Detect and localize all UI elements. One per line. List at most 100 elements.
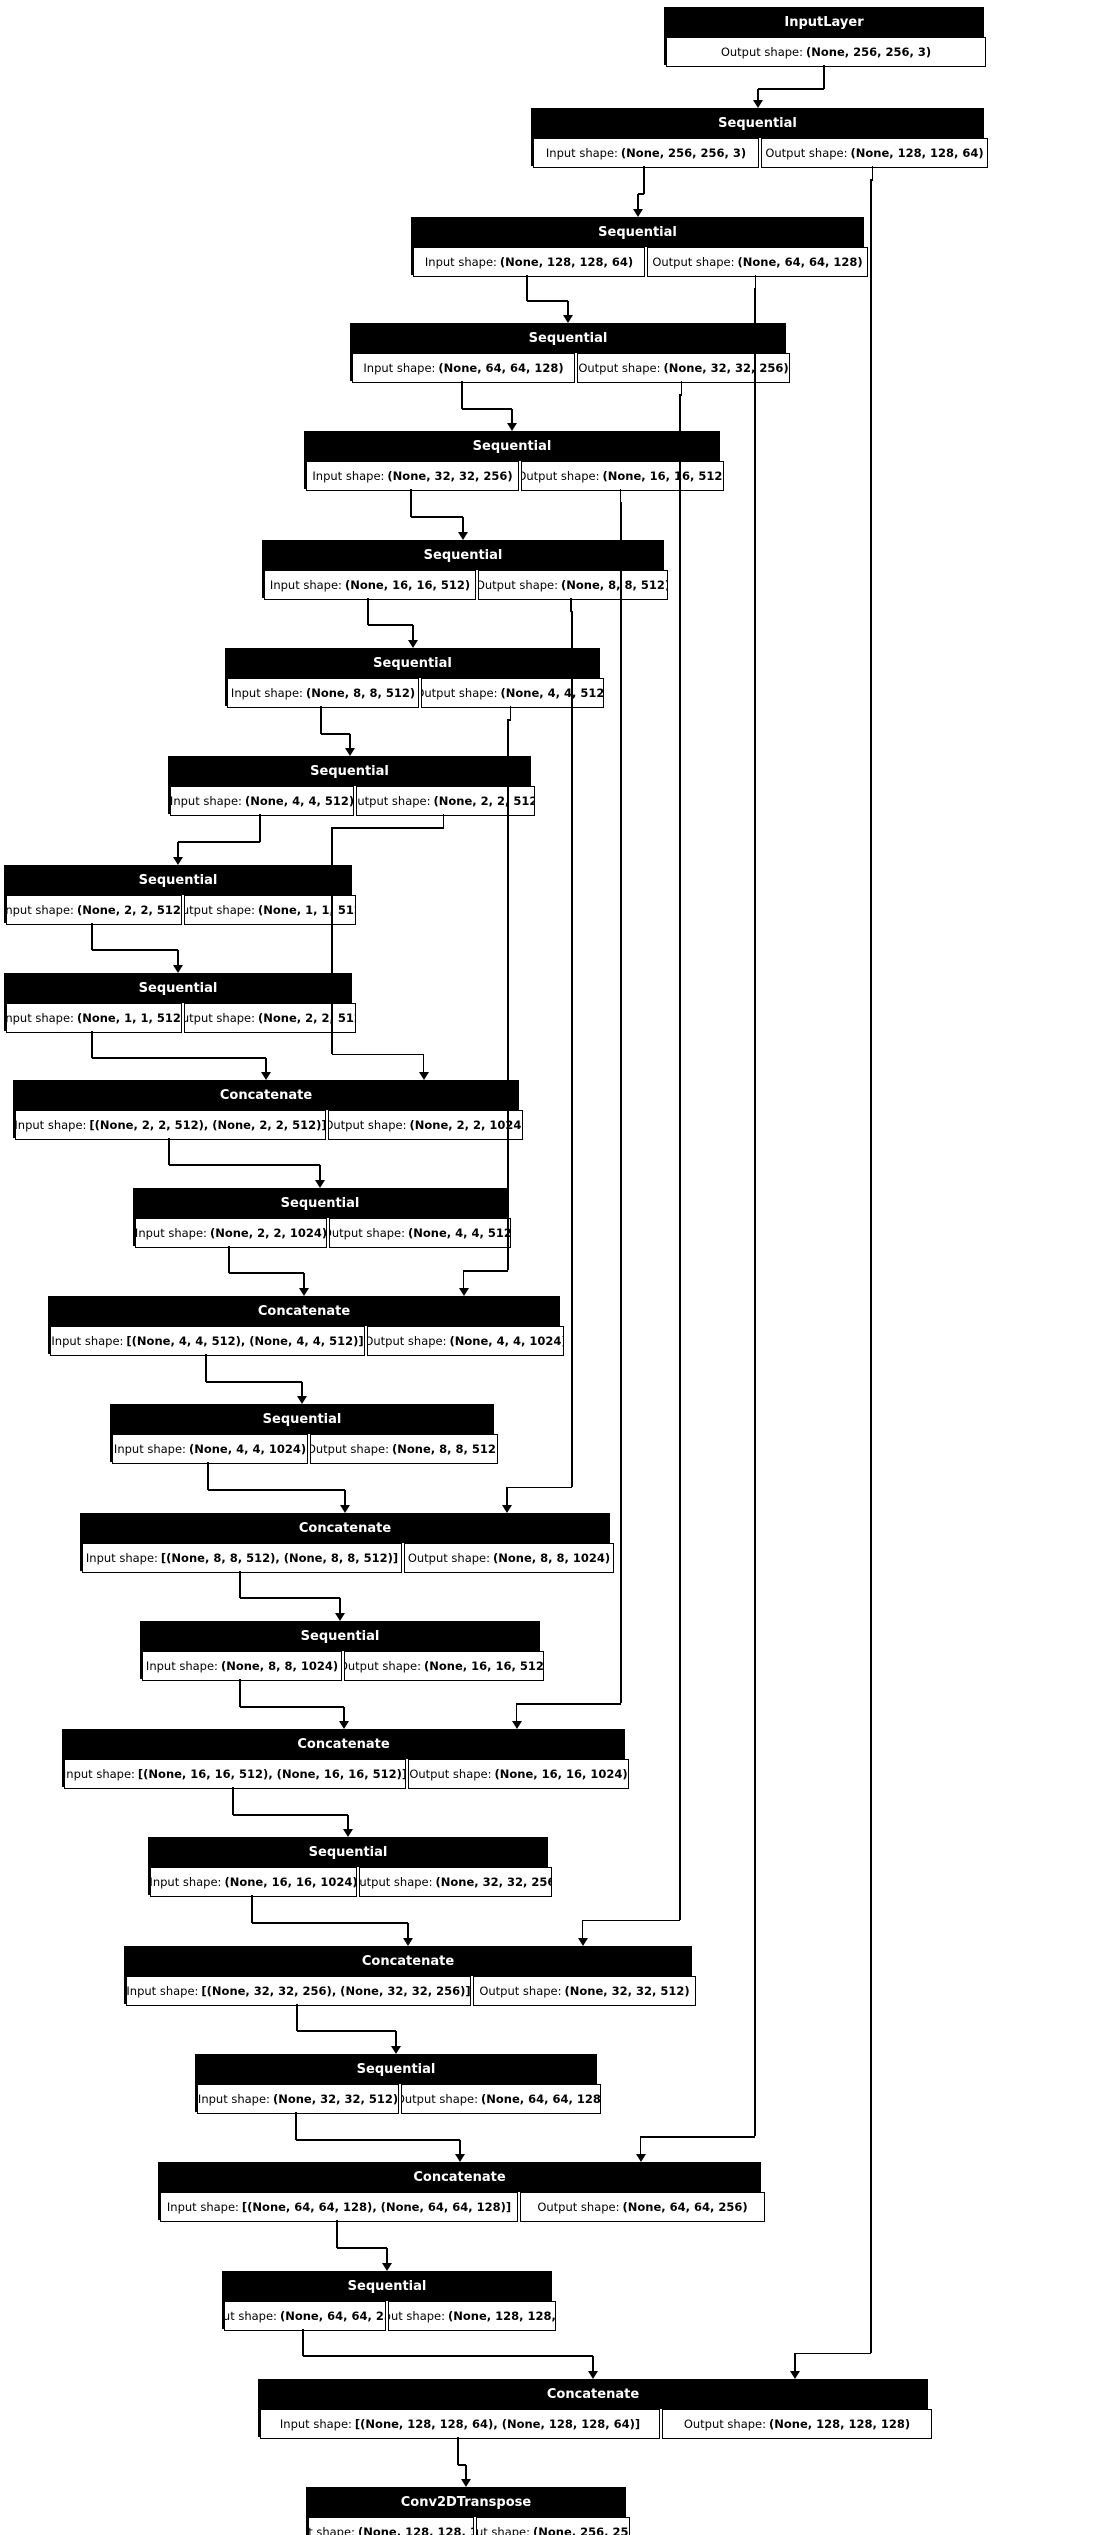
node-type-label: Sequential [170,758,529,787]
node-shape-row: Input shape:(None, 8, 8, 512)Output shap… [227,678,604,709]
skip-n4-stub [619,489,622,504]
input-shape-cell: Input shape:(None, 32, 32, 512) [197,2084,399,2115]
skip-n3-stub [680,381,683,396]
output-shape-cell: Output shape:(None, 16, 16, 1024) [408,1759,629,1790]
edge-n18-to-n19 [295,2003,298,2032]
edge-n12-to-n13-end-arrowhead [297,1396,307,1405]
edge-n17-to-n18-end [407,1923,409,1939]
skip-n2-to-n20-rail [754,287,756,2137]
output-shape-cell: Output shape:(None, 2, 2, 512) [356,786,535,817]
output-shape-cell: Output shape:(None, 16, 16, 512) [344,1650,544,1681]
edge-n12-to-n13-end [301,1381,303,1398]
edge-n4-to-n5 [409,489,412,518]
edge-n14-to-n15-jog [240,1597,340,1600]
edge-n6-to-n7-jog [321,732,350,735]
skip-n20-jog-bottom [640,2136,755,2138]
output-shape-cell: Output shape:(None, 256, 256, 3) [476,2517,630,2535]
edge-n5-to-n6 [367,597,369,626]
node-shape-row: Input shape:(None, 4, 4, 512)Output shap… [170,786,535,817]
input-shape-cell: Input shape:[(None, 128, 128, 64), (None… [260,2408,660,2439]
skip-n18-drop [581,1919,584,1938]
edge-n19-to-n20 [295,2112,297,2140]
skip-n4-to-n16-rail [620,502,622,1704]
node-type-label: Sequential [264,541,662,570]
output-shape-cell: Output shape:(None, 2, 2, 1024) [328,1109,523,1140]
edge-n7-to-n8-jog [178,840,260,843]
output-shape-cell: Output shape:(None, 256, 256, 3) [666,36,986,67]
output-shape-cell: Output shape:(None, 64, 64, 256) [520,2192,765,2223]
edge-n12-to-n13 [204,1354,207,1382]
edge-n5-to-n6-end [411,625,414,642]
edge-n15-to-n16-jog [240,1705,344,1708]
edge-n8-to-n9-end [177,950,179,966]
node-type-label: Sequential [135,1189,505,1218]
node-shape-row: Input shape:[(None, 8, 8, 512), (None, 8… [82,1542,614,1573]
node-shape-row: Input shape:[(None, 4, 4, 512), (None, 4… [50,1326,564,1357]
node-shape-row: Input shape:[(None, 128, 128, 64), (None… [260,2408,932,2439]
edge-n1-to-n2-jog [637,192,644,195]
node-shape-row: Input shape:(None, 16, 16, 512)Output sh… [264,569,668,600]
output-shape-cell: Output shape:(None, 32, 32, 256) [577,353,790,384]
edge-n0-to-n1 [823,64,825,89]
edge-n3-to-n4-end-arrowhead [507,423,517,432]
edge-n13-to-n14-jog [208,1489,345,1491]
node-n23-conv2dtranspose: Conv2DTransposeInput shape:(None, 128, 1… [306,2487,630,2535]
edge-n8-to-n9-jog [92,949,178,952]
edge-n7-to-n8 [259,814,261,842]
edge-n14-to-n15-end [339,1598,341,1614]
node-type-label: Sequential [224,2272,550,2301]
node-type-label: Concatenate [64,1731,623,1760]
skip-n18-arrowhead [577,1937,588,1946]
input-shape-cell: Input shape:[(None, 16, 16, 512), (None,… [64,1759,406,1790]
input-shape-cell: Input shape:(None, 16, 16, 512) [264,569,476,600]
skip-n22-drop [794,2352,796,2371]
skip-n10-jog-bottom [332,1053,424,1056]
input-shape-cell: Input shape:[(None, 2, 2, 512), (None, 2… [15,1109,326,1140]
edge-n2-to-n3 [526,274,528,302]
edge-n9-to-n10 [91,1030,93,1058]
output-shape-cell: Output shape:(None, 16, 16, 512) [521,461,724,492]
node-type-label: Concatenate [260,2380,926,2409]
edge-n1-to-n2-end-arrowhead [632,208,643,217]
node-type-label: Sequential [112,1406,492,1435]
edge-n2-to-n3-end [567,301,569,317]
node-shape-row: Input shape:[(None, 32, 32, 256), (None,… [126,1975,696,2006]
skip-n6-stub [509,706,512,721]
node-shape-row: Input shape:(None, 1, 1, 512)Output shap… [6,1002,356,1033]
skip-n20-drop [639,2136,642,2155]
output-shape-cell: Output shape:(None, 8, 8, 1024) [404,1542,614,1573]
input-shape-cell: Input shape:(None, 128, 128, 128) [308,2517,474,2535]
input-shape-cell: Input shape:(None, 4, 4, 1024) [112,1434,308,1465]
edge-n15-to-n16 [239,1678,241,1707]
input-shape-cell: Input shape:[(None, 64, 64, 128), (None,… [160,2192,518,2223]
edge-n7-to-n8-end-arrowhead [173,856,183,865]
edge-n16-to-n17-end [347,1814,349,1831]
edge-n1-to-n2 [643,166,645,194]
edge-n4-to-n5-end-arrowhead [458,531,468,540]
edge-n11-to-n12-jog [229,1272,304,1275]
skip-n18-jog-bottom [582,1919,680,1922]
input-shape-cell: Input shape:[(None, 32, 32, 256), (None,… [126,1975,471,2006]
node-shape-row: Input shape:(None, 2, 2, 512)Output shap… [6,894,356,925]
skip-n6-jog-top [508,719,511,721]
node-shape-row: Input shape:(None, 32, 32, 512)Output sh… [197,2084,601,2115]
edge-n10-to-n11-jog [168,1164,320,1167]
skip-n5-stub [570,597,572,612]
edge-n6-to-n7-end-arrowhead [344,748,355,757]
edge-n16-to-n17-jog [233,1813,348,1816]
input-shape-cell: Input shape:(None, 4, 4, 512) [170,786,354,817]
output-shape-cell: Output shape:(None, 8, 8, 512) [310,1434,498,1465]
node-shape-row: Input shape:[(None, 64, 64, 128), (None,… [160,2192,765,2223]
edge-n8-to-n9 [91,922,93,951]
